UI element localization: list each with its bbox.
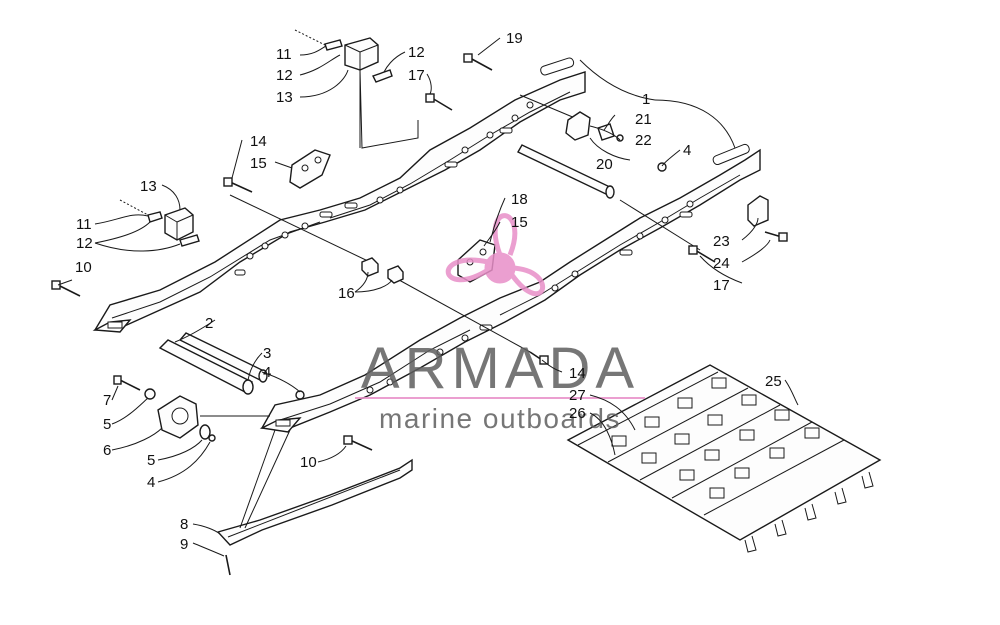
- callout-12: 12: [76, 235, 93, 252]
- callout-27: 27: [569, 387, 586, 404]
- callout-21: 21: [635, 111, 652, 128]
- cross-shafts: [158, 94, 701, 395]
- leader-lines: [57, 37, 799, 557]
- callout-26: 26: [569, 405, 586, 422]
- callout-15: 15: [250, 155, 267, 172]
- callout-17: 17: [713, 277, 730, 294]
- callout-4: 4: [263, 364, 271, 381]
- callout-13: 13: [276, 89, 293, 106]
- callout-14: 14: [569, 365, 586, 382]
- callout-14: 14: [250, 133, 267, 150]
- callout-5: 5: [147, 452, 155, 469]
- callout-8: 8: [180, 516, 188, 533]
- callout-7: 7: [103, 392, 111, 409]
- callout-1: 1: [642, 91, 650, 108]
- callout-23: 23: [713, 233, 730, 250]
- propeller-logo: [445, 213, 546, 297]
- callout-4: 4: [683, 142, 691, 159]
- callout-25: 25: [765, 373, 782, 390]
- callout-18: 18: [511, 191, 528, 208]
- left-slide-rail: [92, 57, 586, 333]
- callout-3: 3: [263, 345, 271, 362]
- callout-17: 17: [408, 67, 425, 84]
- track: [566, 364, 882, 553]
- callout-10: 10: [300, 454, 317, 471]
- callout-19: 19: [506, 30, 523, 47]
- callout-labels: 1 2 3 4 4 4 5 5 6 7 8 9 10 10 11 11 12 1…: [75, 30, 782, 553]
- callout-2: 2: [205, 315, 213, 332]
- callout-5: 5: [103, 416, 111, 433]
- callout-12: 12: [408, 44, 425, 61]
- callout-9: 9: [180, 536, 188, 553]
- watermark: ARMADA marine outboards: [355, 213, 645, 434]
- callout-24: 24: [713, 255, 730, 272]
- callout-22: 22: [635, 132, 652, 149]
- watermark-brand: ARMADA: [361, 336, 639, 401]
- callout-12: 12: [276, 67, 293, 84]
- callout-10: 10: [75, 259, 92, 276]
- callout-4: 4: [147, 474, 155, 491]
- callout-13: 13: [140, 178, 157, 195]
- callout-6: 6: [103, 442, 111, 459]
- callout-11: 11: [76, 216, 92, 233]
- callout-20: 20: [596, 156, 613, 173]
- callout-11: 11: [276, 46, 292, 63]
- watermark-tagline: marine outboards: [379, 403, 621, 434]
- callout-15: 15: [511, 214, 528, 231]
- callout-16: 16: [338, 285, 355, 302]
